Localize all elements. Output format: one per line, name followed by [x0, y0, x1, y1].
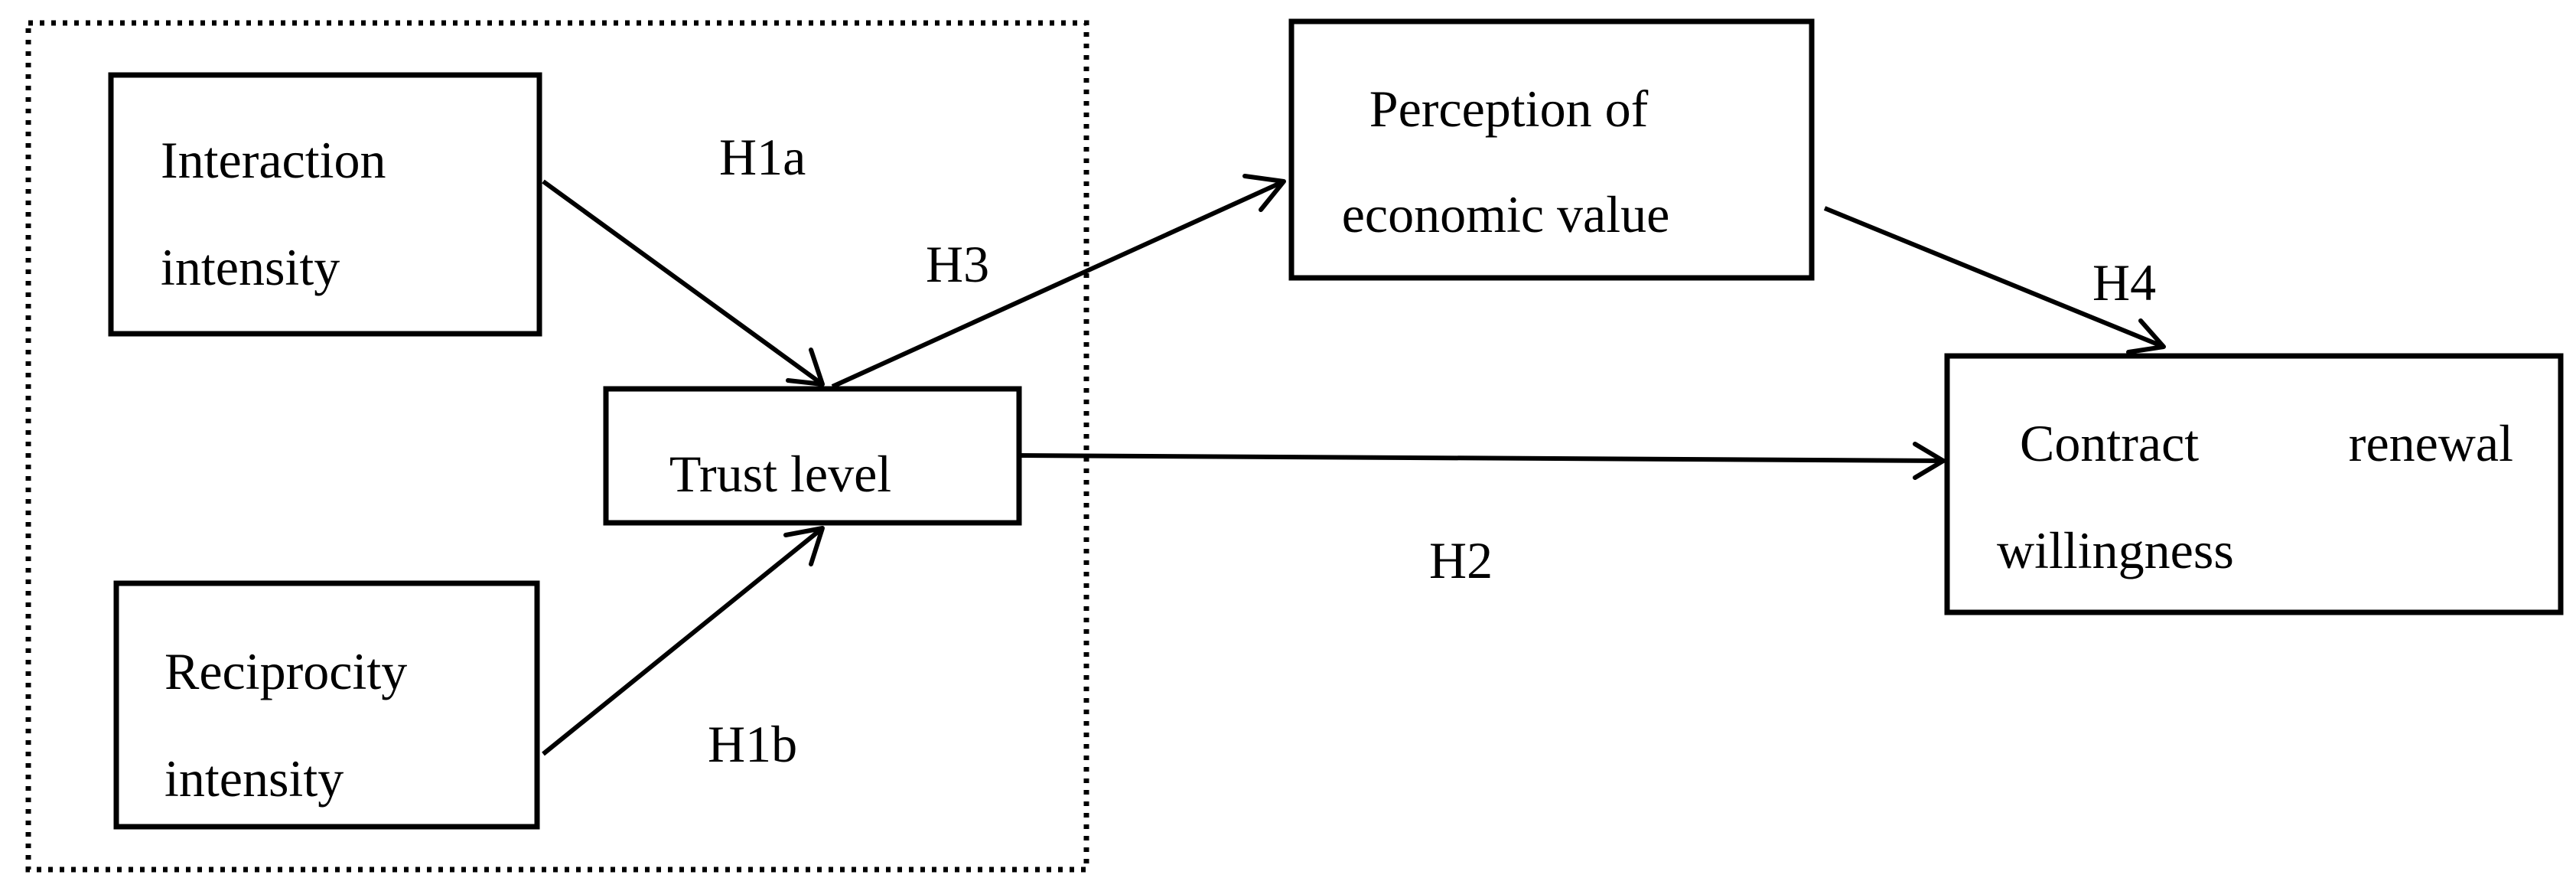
- label-h4: H4: [2092, 253, 2156, 312]
- node-economic-line2: economic value: [1342, 185, 1670, 243]
- node-interaction-intensity: Interaction intensity: [108, 72, 542, 337]
- edge-h2: [1021, 453, 1944, 463]
- label-h1a: H1a: [719, 128, 806, 186]
- node-renewal-line1a: Contract: [2020, 414, 2199, 472]
- node-renewal-line1b: renewal: [2349, 414, 2513, 472]
- antecedents-group-frame: [25, 20, 1089, 873]
- node-trust-level: Trust level: [603, 386, 1022, 526]
- node-renewal-willingness: Contract renewal willingness: [1944, 353, 2564, 615]
- arrowhead-h3: [1242, 174, 1286, 212]
- edge-h1a: [542, 179, 824, 387]
- label-h2: H2: [1429, 531, 1493, 589]
- edge-h1b: [542, 526, 824, 756]
- node-renewal-line2: willingness: [1997, 521, 2234, 579]
- node-economic-value: Perception of economic value: [1288, 18, 1815, 281]
- node-interaction-line1: Interaction: [161, 131, 386, 189]
- node-reciprocity-intensity: Reciprocity intensity: [113, 580, 540, 830]
- label-h3: H3: [926, 235, 989, 293]
- label-h1b: H1b: [708, 715, 797, 773]
- arrowhead-h4: [2126, 318, 2166, 354]
- node-interaction-line2: intensity: [161, 238, 340, 296]
- arrowhead-h1a: [786, 348, 825, 387]
- arrowhead-h2: [1913, 442, 1946, 480]
- arrowhead-h1b: [783, 526, 825, 566]
- edge-h3: [831, 179, 1285, 389]
- node-trust-label: Trust level: [669, 445, 891, 503]
- node-economic-line1: Perception of: [1369, 80, 1649, 138]
- edge-h4: [1823, 206, 2165, 349]
- node-reciprocity-line2: intensity: [164, 749, 344, 808]
- node-reciprocity-line1: Reciprocity: [164, 642, 407, 700]
